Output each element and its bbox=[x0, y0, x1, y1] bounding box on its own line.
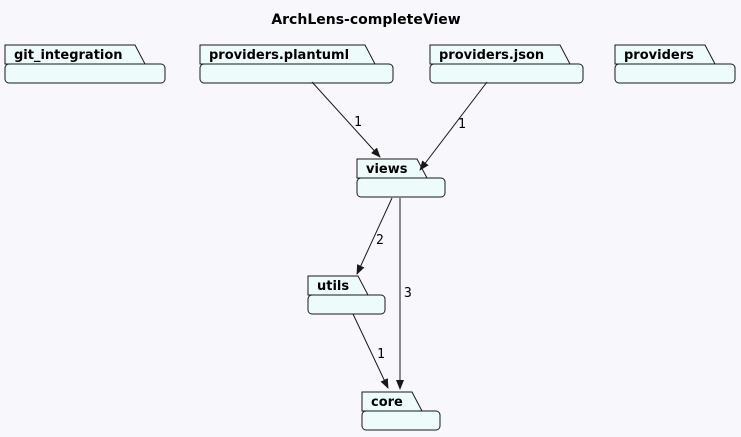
package-label: git_integration bbox=[14, 48, 123, 63]
package-body bbox=[429, 63, 584, 84]
edge-line bbox=[311, 81, 381, 158]
edge-utils-to-core: 1 bbox=[352, 313, 389, 389]
package-tab bbox=[307, 275, 369, 296]
package-tab bbox=[199, 44, 376, 65]
package-body bbox=[614, 63, 736, 84]
edge-providers-plantuml-to-views: 1 bbox=[311, 81, 381, 158]
package-tab bbox=[361, 391, 423, 412]
package-body bbox=[4, 63, 166, 84]
package-providers: providers bbox=[614, 44, 736, 84]
package-body bbox=[361, 410, 441, 431]
package-body bbox=[356, 177, 446, 198]
edge-line bbox=[419, 81, 488, 171]
package-label: utils bbox=[317, 279, 349, 294]
package-tab bbox=[356, 158, 428, 179]
package-tab bbox=[429, 44, 571, 65]
diagram-title: ArchLens-completeView bbox=[271, 12, 460, 28]
package-core: core bbox=[361, 391, 441, 431]
package-tab bbox=[4, 44, 146, 65]
edge-label: 2 bbox=[376, 233, 384, 248]
edge-label: 1 bbox=[377, 347, 385, 362]
edge-views-to-core: 3 bbox=[396, 198, 412, 390]
package-providers-json: providers.json bbox=[429, 44, 584, 84]
edge-views-to-utils: 2 bbox=[356, 197, 393, 275]
package-providers-plantuml: providers.plantuml bbox=[199, 44, 394, 84]
package-body bbox=[307, 294, 386, 315]
package-body bbox=[199, 63, 394, 84]
package-git-integration: git_integration bbox=[4, 44, 166, 84]
edge-label: 1 bbox=[354, 115, 362, 130]
package-tab bbox=[614, 44, 716, 65]
edge-label: 3 bbox=[404, 286, 412, 301]
edge-label: 1 bbox=[458, 117, 466, 132]
package-label: core bbox=[371, 395, 403, 410]
package-utils: utils bbox=[307, 275, 386, 315]
edge-providers-json-to-views: 1 bbox=[419, 81, 488, 171]
edge-line bbox=[356, 197, 393, 275]
package-label: providers.plantuml bbox=[209, 48, 349, 63]
edge-line bbox=[352, 313, 389, 389]
package-label: providers bbox=[624, 48, 694, 63]
package-label: views bbox=[366, 162, 408, 177]
package-label: providers.json bbox=[439, 48, 544, 63]
package-views: views bbox=[356, 158, 446, 198]
